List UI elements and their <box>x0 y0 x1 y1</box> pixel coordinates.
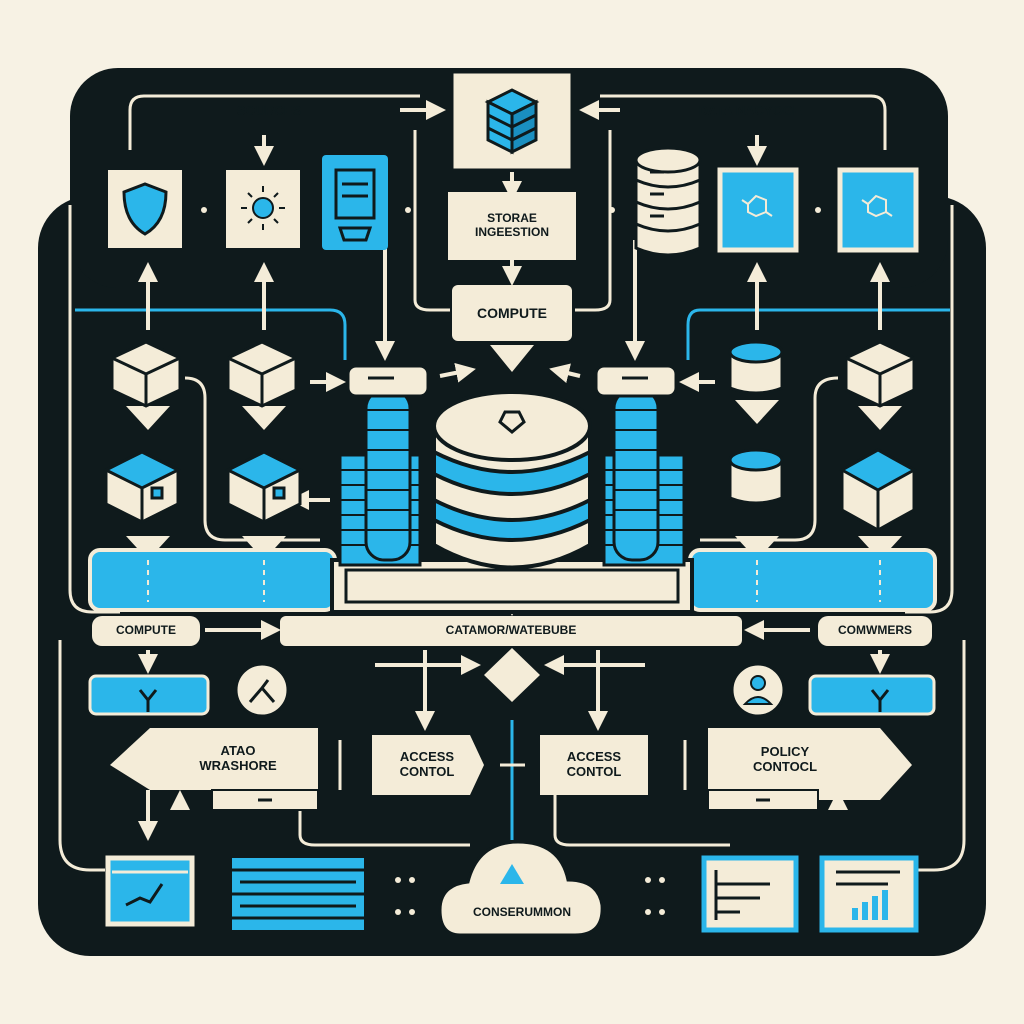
catalog-label: CATAMOR/WATEBUBE <box>445 623 577 638</box>
box-icon <box>844 340 916 408</box>
table-list-icon <box>232 858 364 930</box>
policy-control-box <box>708 728 912 800</box>
right-tab <box>808 674 936 716</box>
box-icon <box>226 340 298 408</box>
bar-chart-icon <box>819 855 919 933</box>
consumers-box <box>818 616 932 646</box>
data-warehouse-box <box>110 728 318 790</box>
access-control-box-2 <box>540 735 648 795</box>
access-control-box-1 <box>372 735 484 795</box>
access-control-label-2: ACCESS CONTOL <box>566 749 622 779</box>
catalog-box <box>280 616 742 646</box>
molecule-icon <box>741 194 773 218</box>
cylinder-icon <box>728 340 784 395</box>
left-tab <box>88 674 210 716</box>
form-box <box>322 155 388 250</box>
data-nacyoge-label: DATA NACYOGE <box>698 102 802 118</box>
box-icon <box>110 340 182 408</box>
form-icon <box>334 168 376 242</box>
diamond-icon <box>484 648 540 702</box>
cylinder-icon <box>728 448 784 505</box>
box-icon <box>224 450 304 524</box>
compute-left-label: COMPUTE <box>116 623 176 638</box>
line-chart-icon <box>105 855 195 927</box>
left-data-band <box>88 548 337 612</box>
consumers-label: COMWMERS <box>838 623 912 638</box>
cube-stack-icon <box>484 88 540 155</box>
document-chart-icon <box>701 855 799 933</box>
box-icon <box>102 450 182 524</box>
consumption-label: CONSERUMMON <box>473 905 571 920</box>
central-database-icon <box>432 390 592 570</box>
right-data-band <box>688 548 937 612</box>
shield-icon <box>122 182 168 236</box>
cloud-icon <box>438 840 604 937</box>
storage-ingestion-box <box>448 192 576 260</box>
data-warehouse-label: ATAO WRASHORE <box>199 743 277 773</box>
sources-label: SOURCES <box>236 102 302 118</box>
sun-icon <box>241 186 285 230</box>
policy-control-label: POLICY CONTOCL <box>752 744 818 774</box>
access-control-label-1: ACCESS CONTOL <box>399 749 455 779</box>
compute-top-box <box>452 285 572 341</box>
storage-ingestion-label: STORAE INGEESTION <box>474 211 549 239</box>
compute-top-label: COMPUTE <box>477 304 547 321</box>
molecule-box-2 <box>837 167 919 253</box>
molecule-box-1 <box>717 167 799 253</box>
box-icon <box>838 448 918 532</box>
server-stack-icon <box>594 364 686 567</box>
molecule-icon <box>861 194 893 218</box>
compute-left-box <box>92 616 200 646</box>
server-stack-icon <box>338 364 430 567</box>
database-icon <box>634 146 702 257</box>
